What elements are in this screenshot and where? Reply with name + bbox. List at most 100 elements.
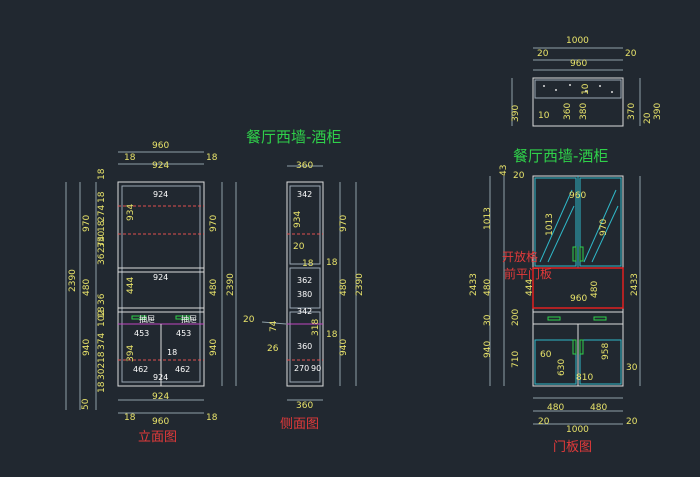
side-right-dim-3: 940 (339, 339, 349, 356)
side-overall-height: 2390 (355, 273, 365, 296)
door-open-width: 960 (570, 294, 587, 304)
door-left-dim-5: 940 (483, 341, 493, 358)
door-plan-dots (543, 84, 613, 93)
elevation-left-dim-2: 480 (82, 279, 92, 296)
elevation-top-side-left: 18 (124, 153, 136, 163)
door-plan-small: 20 (643, 112, 653, 124)
elevation-overall-height-right: 2390 (226, 273, 236, 296)
handle-lower-left (572, 339, 577, 355)
elevation-inner-width-1: 924 (153, 190, 168, 199)
side-outline (286, 181, 324, 387)
elevation-bottom-side-left: 18 (124, 413, 136, 423)
side-top-width: 360 (296, 161, 313, 171)
note-line-2: 前平门板 (504, 266, 552, 281)
elevation-left-dim-3: 940 (82, 339, 92, 356)
elevation-small-8: 36 (97, 293, 107, 305)
door-glass-height-right: 970 (599, 219, 609, 236)
door-lower-5: 30 (626, 363, 638, 373)
door-plan-height-left: 390 (511, 105, 521, 122)
elevation-small-13: 302 (97, 363, 107, 380)
elevation-inner-height-3: 394 (126, 345, 136, 362)
door-section-title: 餐厅西墙-酒柜 (513, 147, 608, 165)
elevation-inner-height-2: 444 (126, 277, 136, 294)
elevation-small-9: 18 (97, 306, 107, 318)
elevation-view (65, 151, 237, 414)
side-inner-8: 90 (311, 364, 321, 373)
elevation-overall-height-left: 2390 (68, 269, 78, 292)
side-inner-3: 362 (297, 276, 312, 285)
elevation-small-7: 350 (97, 231, 107, 248)
elevation-top-overall: 960 (152, 141, 169, 151)
elevation-top-middle: 924 (152, 161, 169, 171)
glass-door-right (579, 177, 622, 267)
elevation-view-label: 立面图 (138, 430, 177, 445)
drawer-handle-left (131, 315, 147, 320)
door-view-label: 门板图 (553, 440, 592, 455)
door-overall-height-left: 2433 (469, 273, 479, 296)
door-open-height-right: 480 (590, 281, 600, 298)
elevation-small-14: 18 (97, 381, 107, 393)
elevation-right-dim-2: 480 (209, 279, 219, 296)
door-bottom-side-right: 20 (626, 417, 638, 427)
elevation-small-15: 50 (81, 398, 91, 410)
elevation-small-1: 18 (97, 168, 107, 180)
elevation-small-12: 18 (97, 351, 107, 363)
elevation-right-dim-3: 940 (209, 339, 219, 356)
side-vert-2: 18 (302, 259, 314, 269)
lower-door-left (534, 339, 577, 385)
door-plan-inner-3: 380 (579, 103, 589, 120)
side-right-dim-2: 480 (339, 279, 349, 296)
side-right-small-1: 18 (326, 258, 338, 268)
side-view (261, 165, 357, 401)
side-left-small-3: 26 (267, 344, 279, 354)
lower-door-right (579, 339, 622, 385)
side-left-small-1: 20 (243, 315, 255, 325)
door-glass-height-left: 1013 (545, 213, 555, 236)
door-top-small-1: 43 (499, 165, 509, 176)
elevation-right-dim-1: 970 (209, 215, 219, 232)
side-vert-3: 318 (311, 319, 321, 336)
side-bottom-width: 360 (296, 401, 313, 411)
handle-upper-left (572, 246, 577, 262)
handle-upper-right (579, 246, 584, 262)
side-inner-6: 360 (297, 342, 312, 351)
elevation-small-6: 36 (97, 253, 107, 265)
door-plan-height-outer: 390 (653, 103, 663, 120)
door-bottom-half-right: 480 (590, 403, 607, 413)
side-right-dim-1: 970 (339, 215, 349, 232)
door-plan-side-right: 20 (625, 49, 637, 59)
door-plan-inner-4: 10 (581, 83, 591, 95)
drawer-label-right: 抽屉 (181, 314, 197, 324)
handle-mid-right (593, 316, 607, 321)
elevation-small-2: 18 (97, 191, 107, 203)
door-open-height: 444 (525, 279, 535, 296)
elevation-small-3: 274 (97, 205, 107, 222)
elevation-top-side-right: 18 (206, 153, 218, 163)
lower-width-left: 462 (133, 365, 148, 374)
door-elevation-view (489, 175, 641, 425)
door-bottom-half-left: 480 (547, 403, 564, 413)
door-lower-3: 958 (601, 343, 611, 360)
elevation-small-10: 102 (97, 310, 107, 327)
side-view-label: 侧面图 (280, 417, 319, 432)
door-plan-view (511, 47, 641, 127)
side-inner-5: 342 (297, 307, 312, 316)
door-lower-1: 60 (540, 350, 552, 360)
drawer-handle-right (175, 315, 191, 320)
lower-width-right: 462 (175, 365, 190, 374)
side-inner-2: 20 (293, 242, 305, 252)
drawer-width-left: 453 (134, 329, 149, 338)
side-vert-1: 934 (293, 211, 303, 228)
door-bottom-side-left: 20 (538, 417, 550, 427)
elevation-small-11: 374 (97, 333, 107, 350)
lower-small-1: 18 (167, 348, 177, 357)
door-left-dim-4: 200 (511, 309, 521, 326)
door-left-dim-3: 30 (483, 314, 493, 326)
door-plan-side-left: 20 (537, 49, 549, 59)
door-plan-inner: 960 (570, 59, 587, 69)
door-handles (547, 246, 607, 355)
elevation-left-dim-1: 970 (82, 215, 92, 232)
note-line-1: 开放格 (502, 249, 538, 264)
side-right-small-2: 18 (326, 330, 338, 340)
